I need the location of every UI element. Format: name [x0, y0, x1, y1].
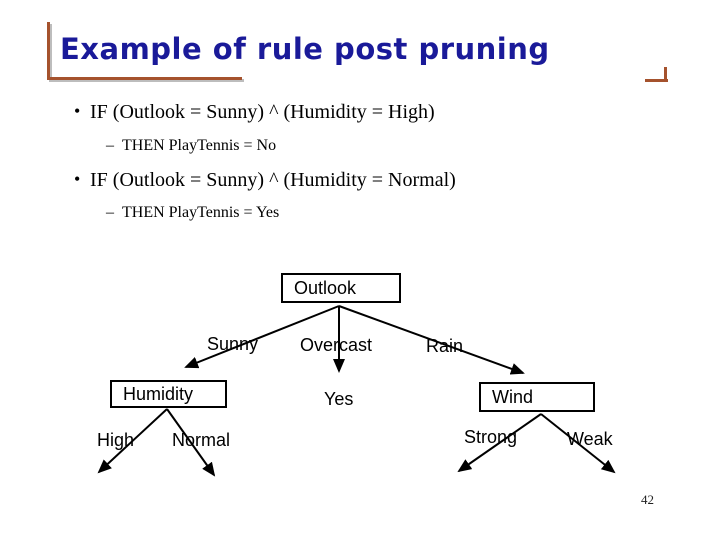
branch-label-high: High [97, 430, 135, 450]
sub-bullet-item: – THEN PlayTennis = No [106, 137, 276, 155]
sub-bullet-text: THEN PlayTennis = No [122, 137, 277, 154]
bullet-marker: • [74, 169, 81, 189]
sub-bullet-item: – THEN PlayTennis = Yes [106, 204, 279, 222]
tree-node-humidity: Humidity [110, 380, 227, 408]
branch-label-weak: Weak [567, 429, 613, 449]
bullet-item: • IF (Outlook = Sunny) ^ (Humidity = Hig… [74, 101, 435, 124]
tree-node-label: Wind [492, 386, 534, 407]
sub-bullet-marker: – [106, 204, 114, 221]
page-number: 42 [641, 492, 654, 507]
slide-title: Example of rule post pruning [60, 32, 550, 66]
branch-label-normal: Normal [172, 430, 231, 450]
tree-node-wind: Wind [479, 382, 595, 412]
sub-bullet-text: THEN PlayTennis = Yes [122, 204, 280, 221]
tree-node-label: Outlook [294, 277, 357, 298]
corner-mark-vertical [664, 67, 667, 82]
branch-label-sunny: Sunny [207, 334, 259, 354]
branch-label-overcast: Overcast [300, 335, 373, 355]
bullet-marker: • [74, 101, 81, 121]
title-bracket-vertical [47, 22, 50, 80]
bullet-text: IF (Outlook = Sunny) ^ (Humidity = High) [90, 101, 435, 123]
leaf-label-yes: Yes [324, 389, 354, 409]
tree-node-outlook: Outlook [281, 273, 401, 303]
bullet-text: IF (Outlook = Sunny) ^ (Humidity = Norma… [90, 169, 456, 191]
title-bracket-underline [47, 77, 242, 80]
sub-bullet-marker: – [106, 137, 114, 154]
bullet-item: • IF (Outlook = Sunny) ^ (Humidity = Nor… [74, 169, 456, 192]
tree-node-label: Humidity [123, 383, 194, 404]
branch-label-rain: Rain [426, 336, 464, 356]
corner-mark-horizontal [645, 79, 668, 82]
branch-label-strong: Strong [464, 427, 518, 447]
